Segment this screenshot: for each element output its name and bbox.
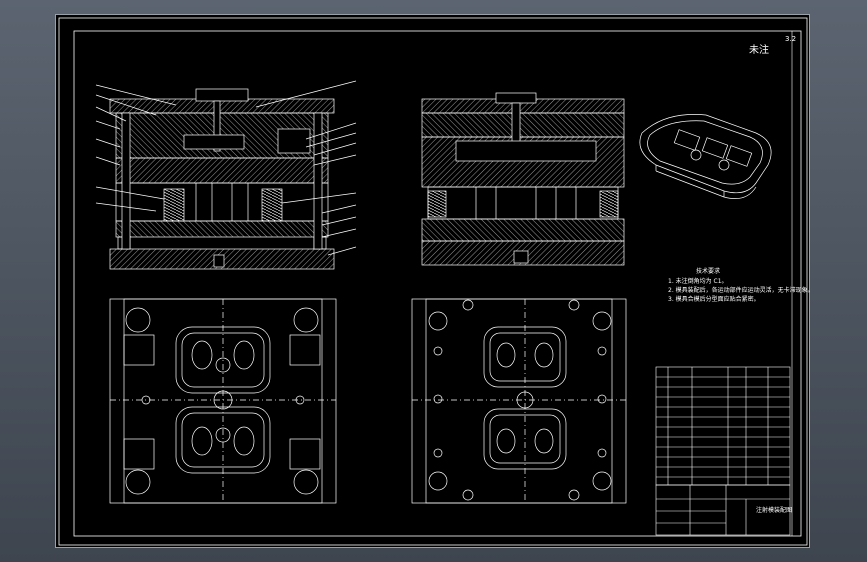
part-isometric-view [639,114,772,199]
tech-notes-title: 技术要求 [696,267,720,275]
tech-note-2: 2. 模具装配后，各运动部件应运动灵活，无卡滞现象。 [668,286,811,294]
roughness-value: 3.2 [785,35,797,43]
inner-border [73,30,802,537]
cad-viewport[interactable]: 技术要求 1. 未注倒角均为 C1。 2. 模具装配后，各运动部件应运动灵活，无… [55,14,811,548]
parts-list-table [655,366,791,486]
side-section-view [421,92,625,266]
roughness-note: 未注 3.2 [749,35,796,56]
title-block [655,484,791,536]
outer-border [58,17,808,546]
mold-assembly-drawing: 技术要求 1. 未注倒角均为 C1。 2. 模具装配后，各运动部件应运动灵活，无… [58,17,811,546]
sheet-label: 注射模装配图 [756,506,792,514]
tech-note-3: 3. 模具合模后分型面应贴合紧密。 [668,295,760,303]
corner-note-label: 未注 [749,45,769,56]
technical-requirements: 技术要求 1. 未注倒角均为 C1。 2. 模具装配后，各运动部件应运动灵活，无… [668,267,811,303]
fixed-half-plan-view [411,298,627,504]
tech-note-1: 1. 未注倒角均为 C1。 [668,277,728,285]
front-section-view [95,80,357,270]
moving-half-plan-view [109,298,337,504]
